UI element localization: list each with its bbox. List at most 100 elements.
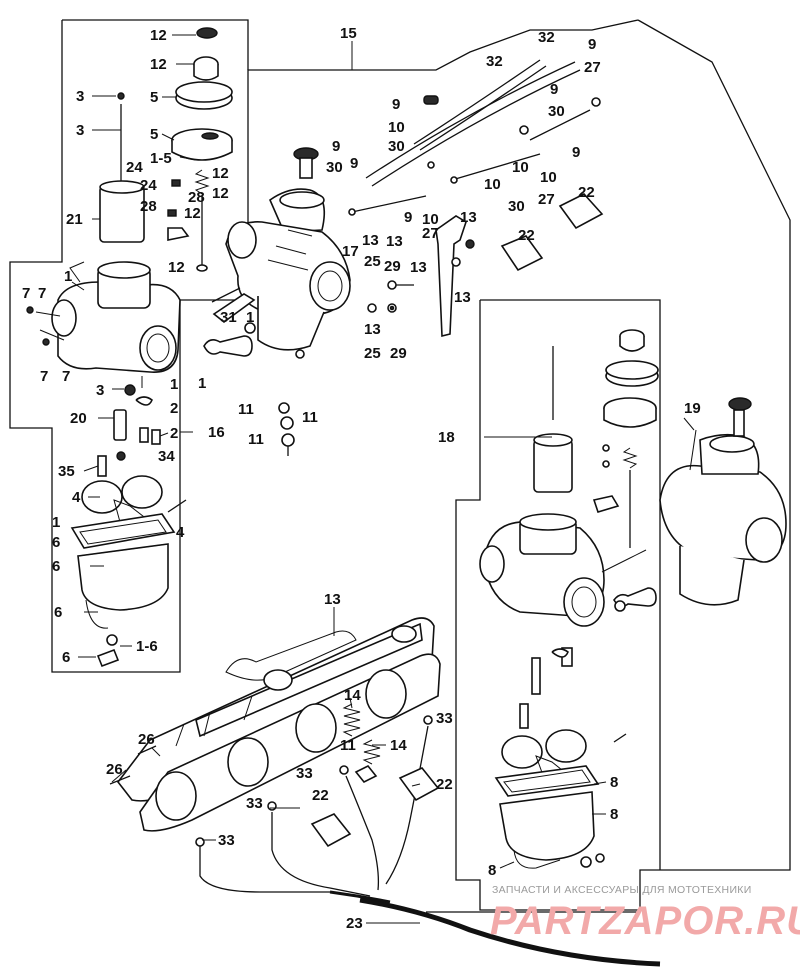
callout-3: 3 bbox=[76, 88, 84, 105]
callout-9: 9 bbox=[350, 155, 358, 172]
watermark-brand: PARTZAPOR.RU bbox=[490, 899, 800, 943]
callout-labels: 12 12 3 5 3 5 1-5 24 24 28 28 12 12 12 1… bbox=[22, 25, 701, 932]
callout-3: 3 bbox=[96, 382, 104, 399]
callout-27: 27 bbox=[538, 191, 555, 208]
callout-9: 9 bbox=[550, 81, 558, 98]
callout-8: 8 bbox=[610, 774, 618, 791]
callout-16: 16 bbox=[208, 424, 225, 441]
callout-9: 9 bbox=[572, 144, 580, 161]
callout-1-6: 1-6 bbox=[136, 638, 158, 655]
callout-1: 1 bbox=[52, 514, 60, 531]
left-carb-body bbox=[26, 261, 181, 388]
callout-5: 5 bbox=[150, 126, 158, 143]
callout-31: 31 bbox=[220, 309, 237, 326]
callout-3: 3 bbox=[76, 122, 84, 139]
intake-manifold bbox=[116, 617, 441, 832]
callout-25: 25 bbox=[364, 253, 381, 270]
watermark-caption: ЗАПЧАСТИ И АКСЕССУАРЫ ДЛЯ МОТОТЕХНИКИ bbox=[492, 884, 752, 896]
callout-12: 12 bbox=[150, 27, 167, 44]
callout-13: 13 bbox=[364, 321, 381, 338]
callout-30: 30 bbox=[508, 198, 525, 215]
callout-14: 14 bbox=[344, 687, 361, 704]
top-middle-carburetor bbox=[203, 147, 351, 359]
callout-33: 33 bbox=[296, 765, 313, 782]
callout-22: 22 bbox=[436, 776, 453, 793]
left-carburetor-group bbox=[26, 27, 233, 668]
callout-26: 26 bbox=[138, 731, 155, 748]
float-4 bbox=[81, 475, 163, 523]
float-bowl-6 bbox=[77, 543, 169, 611]
callout-7: 7 bbox=[62, 368, 70, 385]
cap-screw-12a bbox=[196, 27, 218, 39]
callout-13: 13 bbox=[454, 289, 471, 306]
leader-lines bbox=[71, 34, 695, 924]
callout-1: 1 bbox=[170, 376, 178, 393]
callout-27: 27 bbox=[422, 225, 439, 242]
callout-7: 7 bbox=[40, 368, 48, 385]
callout-35: 35 bbox=[58, 463, 75, 480]
group-borders bbox=[9, 19, 791, 913]
callout-20: 20 bbox=[70, 410, 87, 427]
callout-7: 7 bbox=[22, 285, 30, 302]
callout-9: 9 bbox=[332, 138, 340, 155]
callout-12: 12 bbox=[150, 56, 167, 73]
callout-28: 28 bbox=[140, 198, 157, 215]
right-carburetor-group bbox=[479, 329, 787, 869]
callout-25: 25 bbox=[364, 345, 381, 362]
float-right bbox=[501, 729, 587, 779]
callout-8: 8 bbox=[488, 862, 496, 879]
callout-13: 13 bbox=[410, 259, 427, 276]
callout-18: 18 bbox=[438, 429, 455, 446]
callout-11: 11 bbox=[302, 409, 318, 426]
callout-17: 17 bbox=[342, 243, 359, 260]
callout-8: 8 bbox=[610, 806, 618, 823]
callout-9: 9 bbox=[588, 36, 596, 53]
callout-13: 13 bbox=[386, 233, 403, 250]
gasket-right bbox=[494, 765, 600, 797]
callout-30: 30 bbox=[326, 159, 343, 176]
cap-22-parts bbox=[500, 193, 604, 272]
callout-5: 5 bbox=[150, 89, 158, 106]
gasket-1 bbox=[70, 513, 176, 549]
callout-2: 2 bbox=[170, 425, 178, 442]
callout-22: 22 bbox=[518, 227, 535, 244]
callout-9: 9 bbox=[392, 96, 400, 113]
callout-22: 22 bbox=[312, 787, 329, 804]
callout-24: 24 bbox=[126, 159, 143, 176]
callout-15: 15 bbox=[340, 25, 357, 42]
callout-2: 2 bbox=[170, 400, 178, 417]
callout-12: 12 bbox=[212, 165, 229, 182]
callout-4: 4 bbox=[176, 524, 185, 541]
callout-6: 6 bbox=[62, 649, 70, 666]
callout-12: 12 bbox=[168, 259, 185, 276]
callout-26: 26 bbox=[106, 761, 123, 778]
callout-1: 1 bbox=[64, 268, 72, 285]
throttle-cables bbox=[348, 59, 601, 338]
callout-10: 10 bbox=[422, 211, 439, 228]
callout-32: 32 bbox=[538, 29, 555, 46]
callout-1: 1 bbox=[198, 375, 206, 392]
callout-29: 29 bbox=[390, 345, 407, 362]
callout-30: 30 bbox=[548, 103, 565, 120]
callout-13: 13 bbox=[324, 591, 341, 608]
callout-10: 10 bbox=[388, 119, 405, 136]
callout-10: 10 bbox=[540, 169, 557, 186]
callout-11: 11 bbox=[248, 431, 264, 448]
watermark: ЗАПЧАСТИ И АКСЕССУАРЫ ДЛЯ МОТОТЕХНИКИ PA… bbox=[490, 884, 800, 943]
callout-10: 10 bbox=[512, 159, 529, 176]
float-bowl-right bbox=[499, 791, 595, 861]
callout-28: 28 bbox=[188, 189, 205, 206]
callout-33: 33 bbox=[218, 832, 235, 849]
slide-right bbox=[533, 439, 573, 493]
callout-12: 12 bbox=[184, 205, 201, 222]
callout-11: 11 bbox=[340, 737, 356, 754]
callout-1: 1 bbox=[246, 309, 254, 326]
callout-9: 9 bbox=[404, 209, 412, 226]
callout-7: 7 bbox=[38, 285, 46, 302]
callout-19: 19 bbox=[684, 400, 701, 417]
callout-11: 11 bbox=[238, 401, 254, 418]
callout-24: 24 bbox=[140, 177, 157, 194]
callout-27: 27 bbox=[584, 59, 601, 76]
callout-12: 12 bbox=[212, 185, 229, 202]
